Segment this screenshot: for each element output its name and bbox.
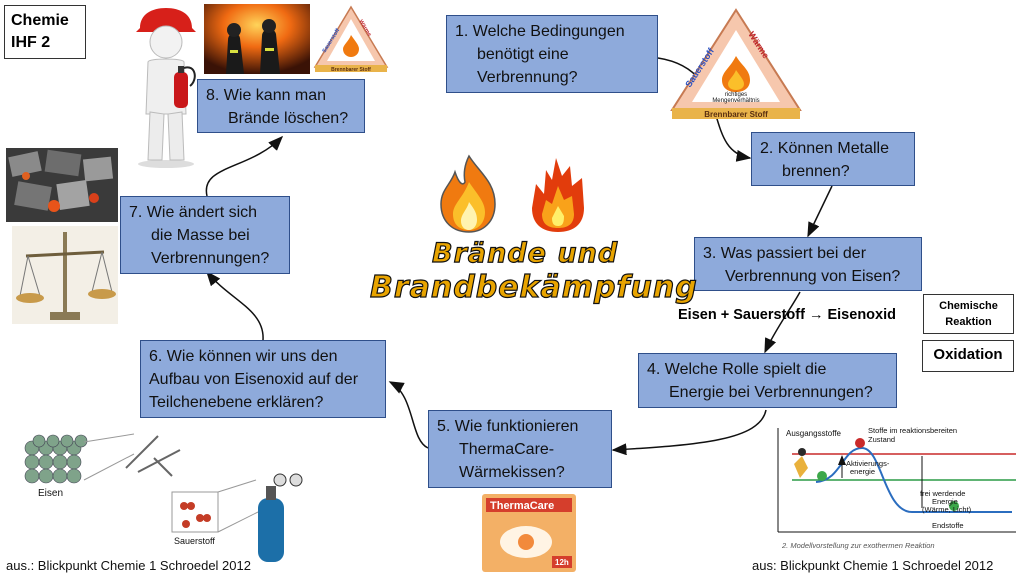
fire-triangle-small-image: Sauerstoff Wärme Brennbarer Stoff (313, 5, 389, 73)
q5-line3: Wärmekissen? (459, 464, 565, 481)
oxygen-label: Sauerstoff (174, 536, 215, 546)
energy-excited-2: Zustand (868, 435, 895, 444)
question-2-box[interactable]: 2. Können Metalle brennen? (751, 132, 915, 186)
energy-activation-1: Aktivierungs- (846, 459, 890, 468)
firefighters-photo (204, 4, 310, 74)
triangle-center-2: Mengenverhältnis (712, 98, 759, 104)
thermacare-package-image: ThermaCare 12h (482, 494, 576, 572)
equation-left: Eisen + Sauerstoff (678, 307, 805, 323)
chem-line2: Reaktion (945, 316, 992, 328)
q5-line1: 5. Wie funktionieren (437, 418, 579, 435)
energy-released-3: (Wärme, Licht) (922, 505, 972, 514)
question-8-box[interactable]: 8. Wie kann man Brände löschen? (197, 79, 365, 133)
oxygen-cylinder-model: Sauerstoff (171, 473, 303, 562)
energy-diagram-image: Ausgangsstoffe Stoffe im reaktionsbereit… (777, 426, 1016, 550)
triangle-base-text: Brennbarer Stoff (704, 110, 768, 119)
arrow-2-3 (807, 185, 833, 238)
oxidation-text: Oxidation (933, 346, 1003, 363)
iron-label: Eisen (38, 488, 63, 499)
q1-line2: benötigt eine (477, 46, 569, 63)
course-label-line1: Chemie (11, 12, 69, 29)
equation-arrow: → (808, 307, 824, 323)
question-3-box[interactable]: 3. Was passiert bei der Verbrennung von … (694, 237, 922, 291)
oxidation-label: Oxidation (922, 340, 1014, 372)
firefighter-figure-image (136, 8, 196, 168)
chemical-reaction-label: Chemische Reaktion (923, 294, 1014, 334)
energy-activation-2: energie (850, 467, 875, 476)
q4-line2: Energie bei Verbrennungen? (669, 384, 873, 401)
title-line1: Brände und (431, 237, 619, 269)
q6-line1: 6. Wie können wir uns den (149, 348, 338, 365)
q5-line2: ThermaCare- (459, 441, 555, 458)
q1-line1: 1. Welche Bedingungen (455, 23, 625, 40)
question-6-box[interactable]: 6. Wie können wir uns den Aufbau von Eis… (140, 340, 386, 418)
equation-right: Eisenoxid (827, 307, 896, 323)
q7-line3: Verbrennungen? (151, 250, 270, 267)
energy-released-1: frei werdende (920, 489, 965, 498)
source-right: aus: Blickpunkt Chemie 1 Schroedel 2012 (752, 558, 994, 573)
question-7-box[interactable]: 7. Wie ändert sich die Masse bei Verbren… (120, 196, 290, 274)
q2-line1: 2. Können Metalle (760, 140, 889, 157)
question-1-box[interactable]: 1. Welche Bedingungen benötigt eine Verb… (446, 15, 658, 93)
q3-line1: 3. Was passiert bei der (703, 245, 867, 262)
thermacare-hours: 12h (555, 558, 569, 567)
q7-line1: 7. Wie ändert sich (129, 204, 258, 221)
question-5-box[interactable]: 5. Wie funktionieren ThermaCare- Wärmeki… (428, 410, 612, 488)
flame-icon (440, 154, 496, 233)
arrow-3-4 (764, 291, 801, 354)
chem-line1: Chemische (939, 300, 998, 312)
q1-line3: Verbrennung? (477, 69, 578, 86)
q8-line1: 8. Wie kann man (206, 87, 327, 104)
balance-scale-photo (12, 226, 118, 324)
arrow-4-5 (611, 409, 767, 456)
course-label-line2: IHF 2 (11, 34, 51, 51)
iron-equation: Eisen + Sauerstoff → Eisenoxid (678, 307, 896, 323)
q4-line1: 4. Welche Rolle spielt die (647, 361, 827, 378)
q6-line2: Aufbau von Eisenoxid auf der (149, 371, 359, 388)
arrow-6-7 (206, 270, 264, 341)
q3-line2: Verbrennung von Eisen? (725, 268, 901, 285)
pixel-fire-icon (532, 158, 584, 232)
charcoal-photo (6, 148, 118, 222)
energy-caption: 2. Modellvorstellung zur exothermen Reak… (781, 541, 935, 550)
q7-line2: die Masse bei (151, 227, 250, 244)
q2-line2: brennen? (782, 163, 850, 180)
iron-particle-model: Eisen (24, 433, 181, 499)
fire-triangle-image: Sauerstoff Wärme Brennbarer Stoff richti… (670, 8, 802, 119)
title-line2: Brandbekämpfung (369, 269, 698, 305)
thermacare-brand: ThermaCare (490, 500, 554, 512)
energy-start: Ausgangsstoffe (786, 429, 842, 438)
triangle-center-1: richtiges (725, 92, 747, 98)
arrow-7-8 (205, 135, 284, 197)
small-triangle-base: Brennbarer Stoff (331, 67, 371, 73)
energy-end: Endstoffe (932, 521, 964, 530)
source-left: aus.: Blickpunkt Chemie 1 Schroedel 2012 (6, 558, 251, 573)
q6-line3: Teilchenebene erklären? (149, 394, 324, 411)
q8-line2: Brände löschen? (228, 110, 349, 127)
energy-excited-1: Stoffe im reaktionsbereiten (868, 426, 957, 435)
arrow-5-6 (388, 381, 429, 449)
course-label: Chemie IHF 2 (4, 5, 86, 59)
energy-released-2: Energie (932, 497, 958, 506)
question-4-box[interactable]: 4. Welche Rolle spielt die Energie bei V… (638, 353, 897, 408)
